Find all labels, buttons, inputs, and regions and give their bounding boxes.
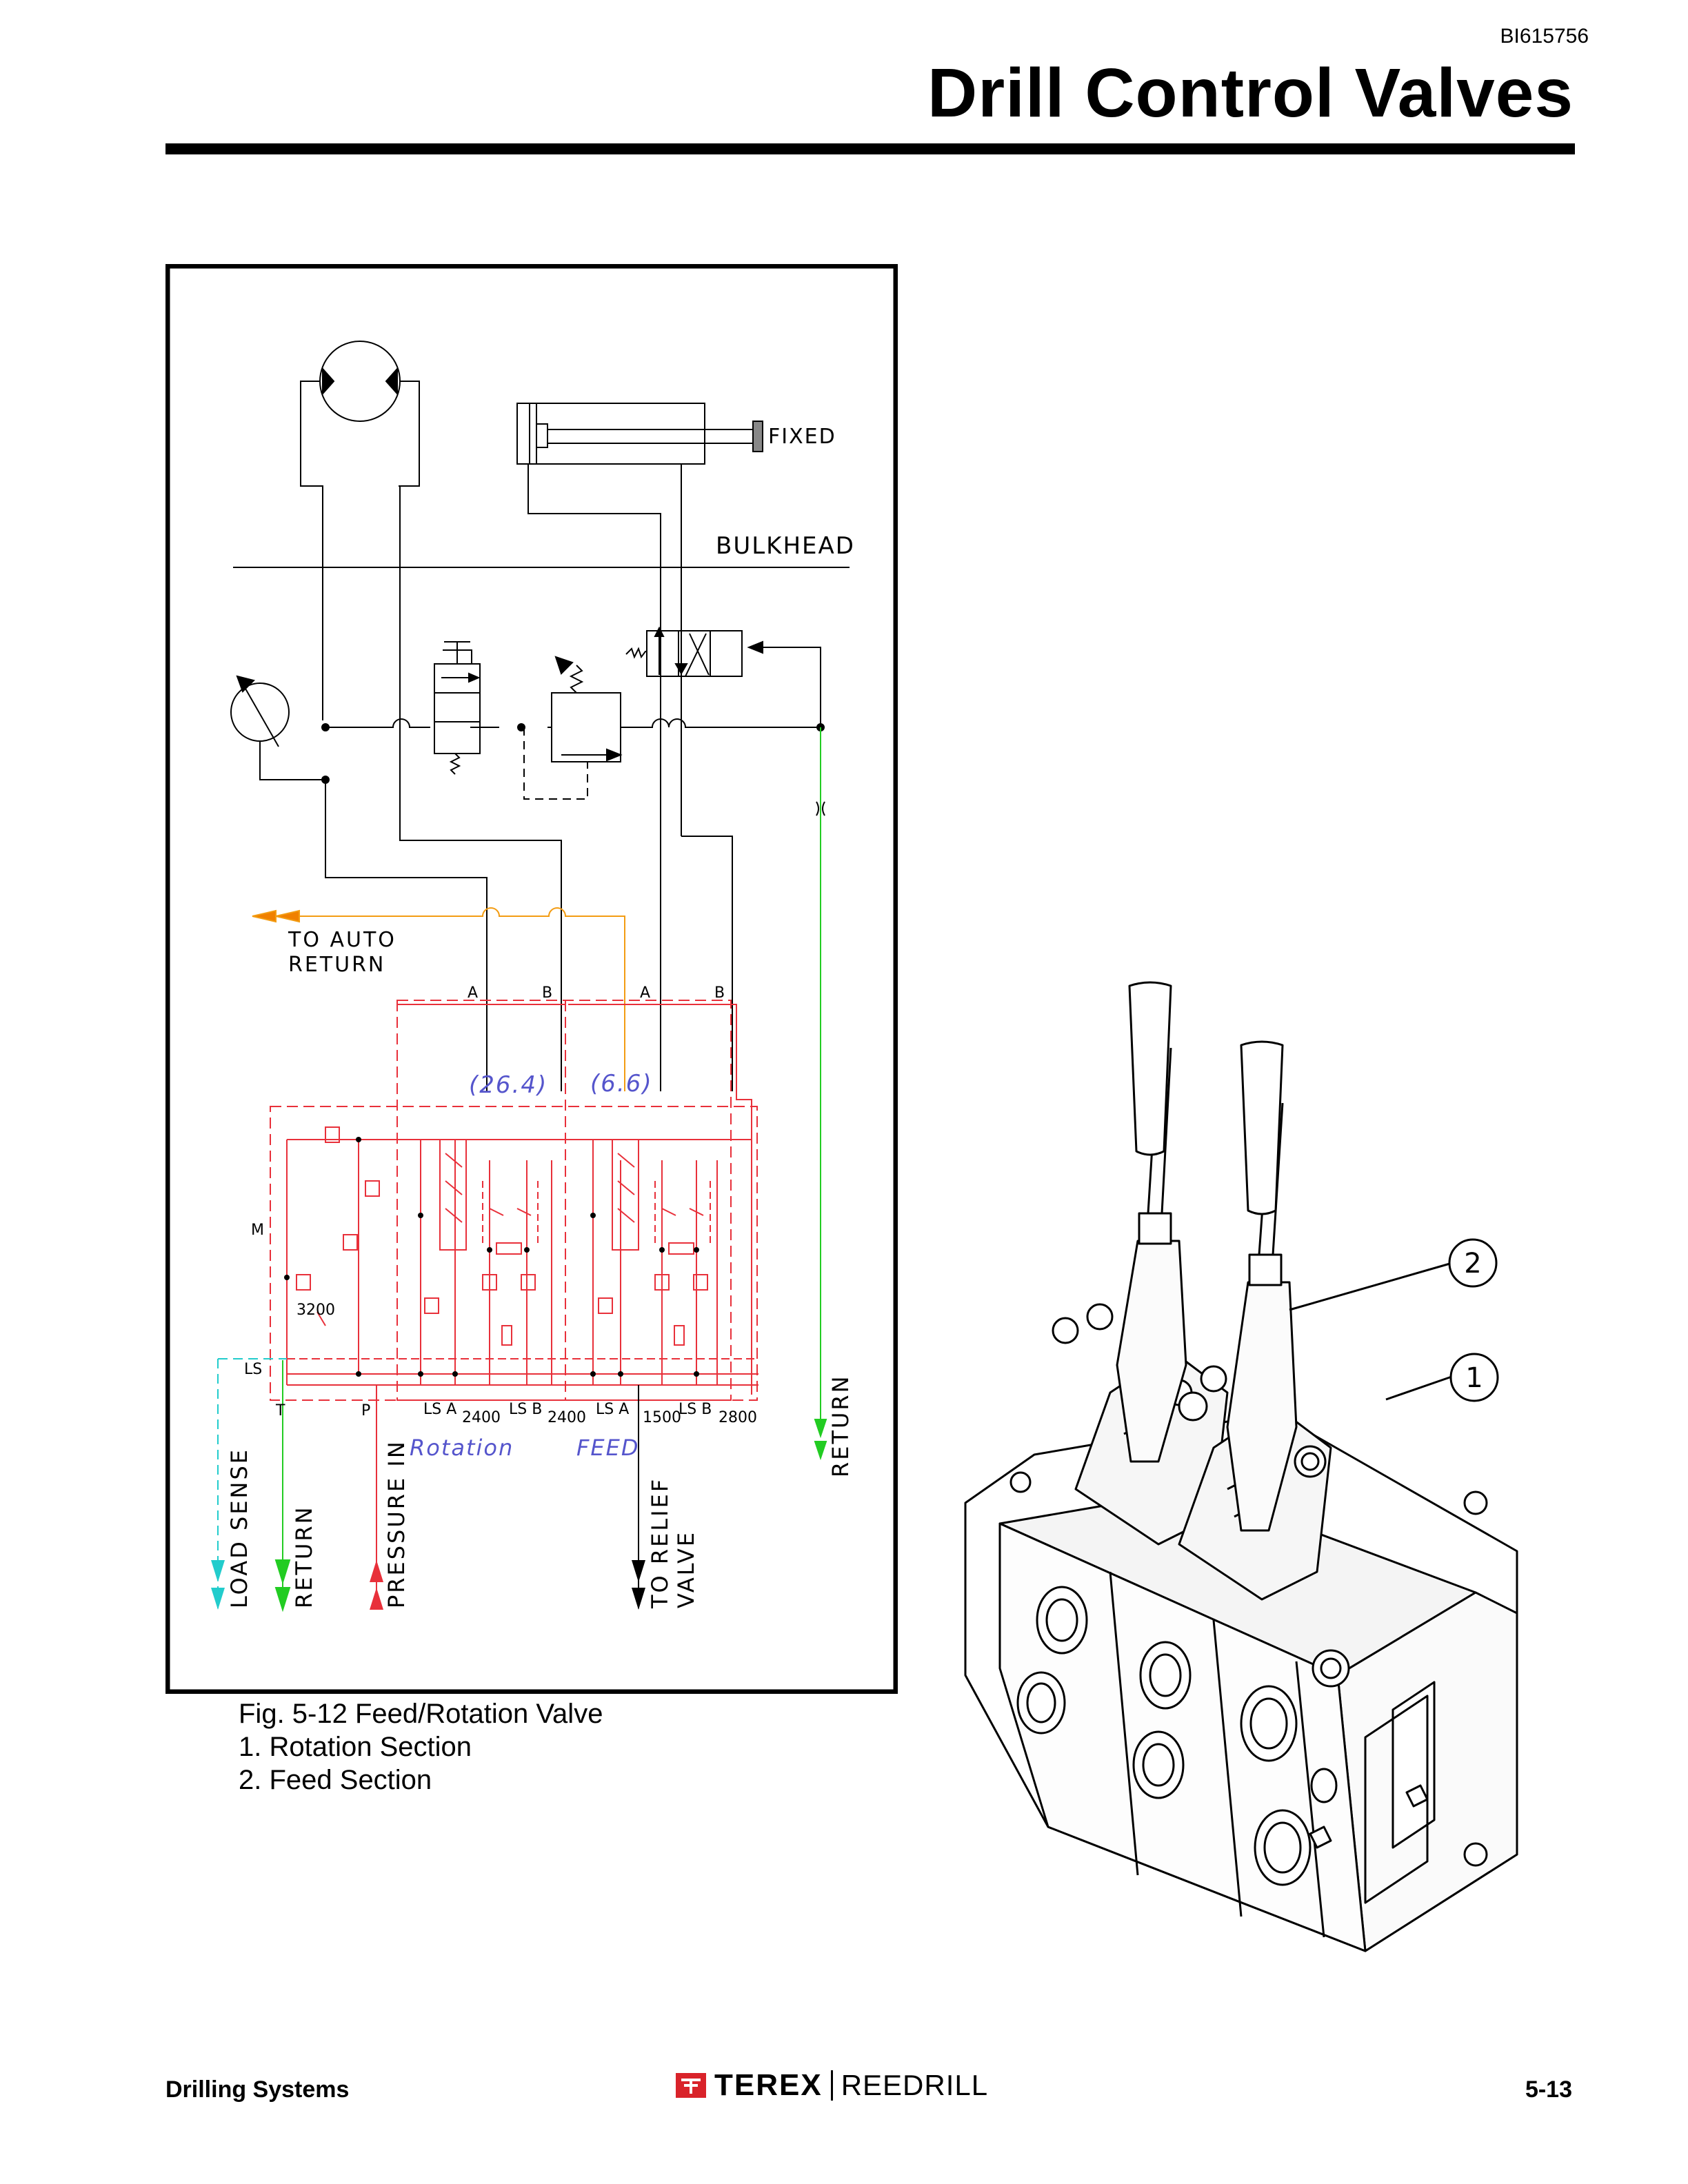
valve-assembly-illustration: 2 1	[964, 981, 1518, 1952]
to-auto-return-label: TO AUTO	[288, 928, 396, 952]
caption-item-rotation: 1. Rotation Section	[239, 1732, 472, 1762]
page-number: 5-13	[1525, 2076, 1572, 2103]
check-valve-icon	[434, 641, 481, 775]
terex-reedrill-logo: TEREX REEDRILL	[674, 2068, 988, 2103]
pressure-reducing-valve-icon	[523, 656, 623, 800]
feed-2800-label: 2800	[719, 1409, 757, 1426]
rotation-2400b-label: 2400	[547, 1409, 586, 1426]
feed-1500-label: 1500	[643, 1409, 681, 1426]
svg-text:1: 1	[1465, 1362, 1483, 1394]
relief-valve-label: VALVE	[673, 1530, 699, 1608]
callout-2: 2	[1448, 1238, 1498, 1288]
rotation-section-label: Rotation	[410, 1435, 514, 1461]
load-sense-label: LOAD SENSE	[226, 1448, 252, 1608]
p-port-label: P	[361, 1402, 370, 1419]
relief-arrow-icon	[632, 1560, 645, 1582]
logo-divider	[830, 2070, 833, 2101]
figure-caption: Fig. 5-12 Feed/Rotation Valve 1. Rotatio…	[239, 1697, 603, 1797]
fixed-label: FIXED	[768, 425, 836, 449]
hydraulic-motor-icon	[300, 341, 420, 720]
svg-text:2: 2	[1464, 1248, 1481, 1280]
feed-port-b: B	[714, 984, 725, 1002]
to-auto-return-label-line2: RETURN	[288, 953, 385, 977]
hydraulic-schematic: FIXED BULKHEAD	[165, 264, 898, 1694]
feed-ls-a-label: LS A	[596, 1401, 629, 1418]
rotation-port-b: B	[542, 984, 552, 1002]
pressure-in-label: PRESSURE IN	[383, 1439, 410, 1608]
rotation-ls-a-label: LS A	[423, 1401, 456, 1418]
to-relief-label: TO RELIEF	[647, 1477, 673, 1609]
return-left-label: RETURN	[291, 1505, 317, 1608]
ls-port-label: LS	[244, 1361, 262, 1378]
rotation-2400a-label: 2400	[462, 1409, 501, 1426]
feed-ls-b-label: LS B	[679, 1401, 712, 1418]
brand-name: TEREX	[714, 2068, 823, 2102]
rotation-flow-value: (26.4)	[469, 1071, 547, 1099]
pump-icon	[230, 675, 325, 780]
t-port-label: T	[275, 1402, 285, 1419]
rotation-port-a: A	[468, 984, 478, 1002]
load-sense-arrow-icon	[211, 1560, 225, 1582]
feed-flow-value: (6.6)	[590, 1070, 653, 1098]
terex-logo-icon	[676, 2073, 706, 2098]
m-port-label: M	[251, 1222, 264, 1239]
title-rule	[165, 143, 1575, 154]
feed-port-a: A	[640, 984, 650, 1002]
relief-setting-label: 3200	[297, 1302, 335, 1319]
rotation-ls-b-label: LS B	[509, 1401, 542, 1418]
pressure-in-arrow-icon	[370, 1560, 383, 1582]
figure-title: Fig. 5-12 Feed/Rotation Valve	[239, 1699, 603, 1729]
callout-1: 1	[1449, 1353, 1499, 1402]
feed-section-label: FEED	[576, 1435, 639, 1461]
feed-cylinder-icon	[516, 403, 763, 836]
return-right-label: RETURN	[827, 1374, 854, 1477]
footer-section-name: Drilling Systems	[165, 2076, 350, 2103]
page-title: Drill Control Valves	[927, 54, 1574, 132]
bulkhead-label: BULKHEAD	[716, 532, 855, 560]
document-id: BI615756	[1500, 25, 1589, 48]
brand-sub: REEDRILL	[841, 2069, 989, 2101]
directional-valve-icon	[625, 626, 743, 677]
caption-item-feed: 2. Feed Section	[239, 1765, 432, 1795]
